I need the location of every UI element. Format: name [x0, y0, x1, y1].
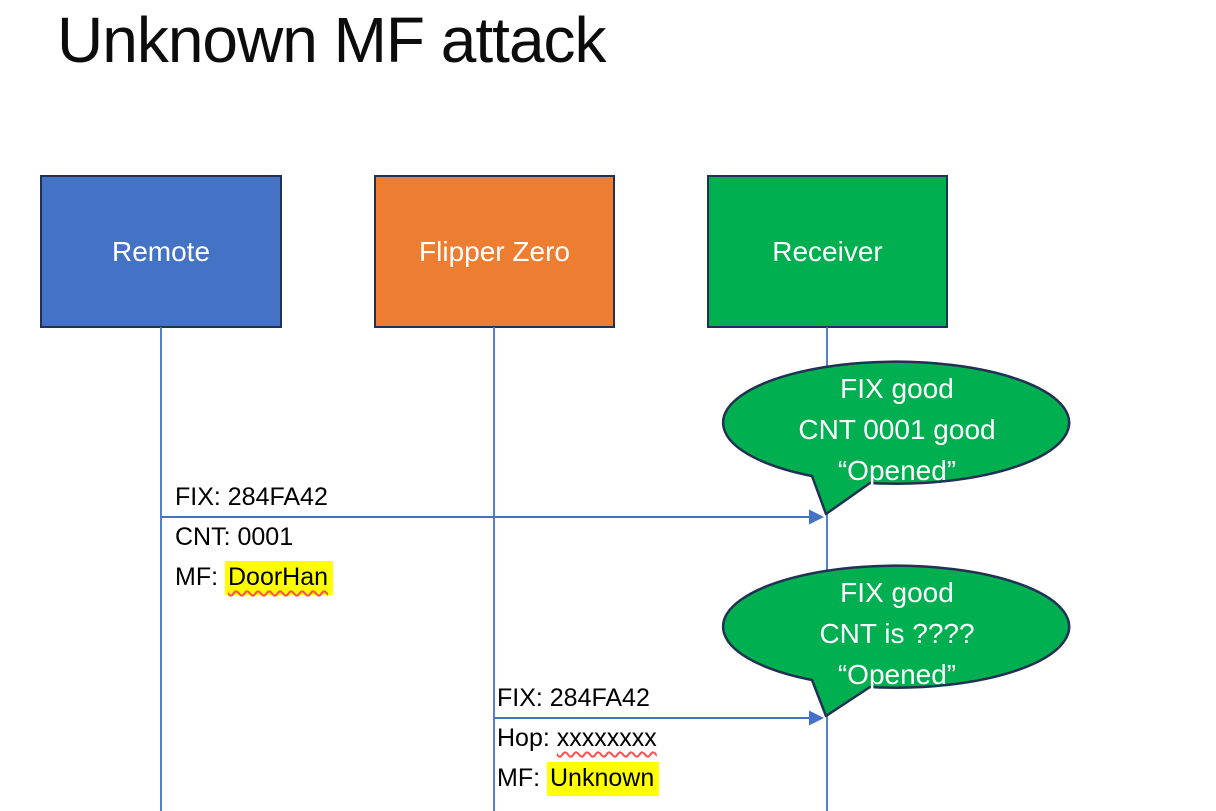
speech-bubble-1: [721, 360, 1071, 516]
hop-value: xxxxxxxx: [556, 724, 657, 752]
fix-value: FIX: 284FA42: [175, 483, 328, 511]
message-line: MF: Unknown: [497, 758, 660, 798]
message-line: Hop: xxxxxxxx: [497, 718, 659, 758]
mf-value-highlighted: DoorHan: [225, 561, 334, 595]
actor-box-remote: Remote: [40, 175, 282, 328]
callout-line: CNT is ????: [819, 618, 975, 649]
slide-title: Unknown MF attack: [57, 4, 607, 76]
actor-label-remote: Remote: [111, 235, 211, 267]
callout-line: CNT 0001 good: [798, 414, 996, 445]
callout-1-text: FIX good CNT 0001 good “Opened”: [724, 368, 1070, 491]
message-2-labels: FIX: 284FA42 Hop: xxxxxxxx MF: Unknown: [497, 678, 660, 798]
actor-box-receiver: Receiver: [707, 175, 948, 328]
mf-prefix: MF:: [497, 764, 547, 792]
message-line: FIX: 284FA42: [175, 477, 333, 517]
mf-value-highlighted: Unknown: [547, 762, 660, 796]
actor-box-flipper-zero: Flipper Zero: [374, 175, 615, 328]
callout-line: “Opened”: [837, 455, 957, 486]
callout-line: “Opened”: [837, 659, 957, 690]
callout-line: FIX good: [840, 373, 954, 404]
actor-label-receiver: Receiver: [772, 235, 883, 267]
callout-2-text: FIX good CNT is ???? “Opened”: [724, 572, 1070, 695]
hop-prefix: Hop:: [497, 724, 557, 752]
speech-bubble-2: [721, 564, 1071, 718]
fix-value: FIX: 284FA42: [497, 684, 650, 712]
arrowhead-icon: [809, 509, 824, 525]
message-1-labels: FIX: 284FA42 CNT: 0001 MF: DoorHan: [175, 477, 334, 597]
actor-label-flipper-zero: Flipper Zero: [419, 235, 570, 267]
arrowhead-icon: [809, 710, 824, 726]
callout-line: FIX good: [840, 577, 954, 608]
message-arrow-1: [161, 509, 824, 525]
message-line: FIX: 284FA42: [497, 678, 659, 718]
message-arrow-2: [494, 710, 824, 726]
message-line: CNT: 0001: [175, 517, 333, 557]
message-line: MF: DoorHan: [175, 557, 334, 597]
mf-prefix: MF:: [175, 563, 225, 591]
cnt-value: CNT: 0001: [175, 523, 294, 551]
